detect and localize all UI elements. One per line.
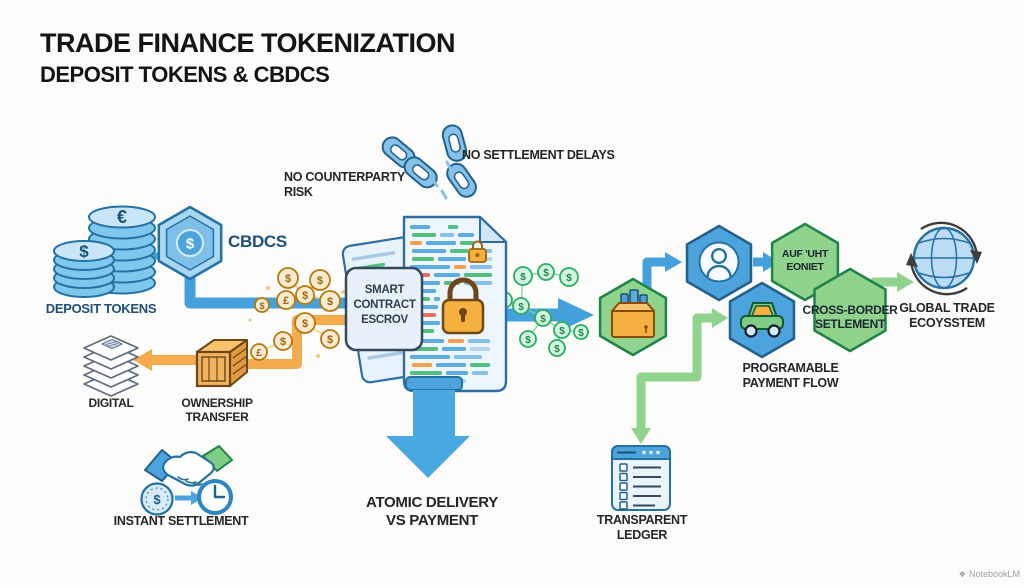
crate-icon xyxy=(195,339,248,388)
svg-text:$: $ xyxy=(285,273,291,285)
notebooklm-icon: ❖ xyxy=(958,569,966,579)
svg-text:$: $ xyxy=(578,328,584,339)
svg-text:$: $ xyxy=(317,275,323,287)
label-instant-settlement: INSTANT SETTLEMENT xyxy=(113,514,249,528)
watermark-text: NotebookLM xyxy=(968,569,1020,579)
svg-text:$: $ xyxy=(280,336,286,348)
label-no-counterparty-risk: NO COUNTERPARTY RISK xyxy=(284,170,405,199)
label-cbdcs: CBDCS xyxy=(228,232,287,251)
green-coin-network: $ $ $ $ $ $ $ $ $ $ xyxy=(495,263,589,357)
coin-stacks-icon: € $ xyxy=(53,205,156,298)
globe-icon xyxy=(906,221,982,296)
rotation-arrows-icon xyxy=(906,221,982,296)
label-global-trade-ecosystem: GLOBAL TRADE ECOYSSTEM xyxy=(899,301,995,330)
svg-text:$: $ xyxy=(327,334,333,346)
programmable-flow-line xyxy=(631,308,728,444)
svg-text:$: $ xyxy=(518,302,524,313)
label-auf-uht-eoniet: AUF 'UHT EONIET xyxy=(781,248,829,273)
cross-border-hexagon xyxy=(813,267,887,353)
svg-text:$: $ xyxy=(302,290,308,302)
small-lock-icon xyxy=(468,240,487,263)
svg-text:$: $ xyxy=(525,335,531,346)
svg-text:$: $ xyxy=(543,268,549,279)
label-cross-border-settlement: CROSS-BORDER SETLEMENT xyxy=(802,303,898,332)
hexagon-coin-icon: $ xyxy=(157,205,223,281)
svg-text:$: $ xyxy=(554,344,560,355)
document-stack-icon xyxy=(83,335,139,397)
broken-chain-icon xyxy=(381,124,477,200)
label-atomic-delivery: ATOMIC DELIVERY VS PAYMENT xyxy=(366,494,498,529)
tokenized-goods-box-icon xyxy=(598,277,668,357)
svg-text:$: $ xyxy=(566,273,572,284)
label-ownership-transfer: OWNERSHIP TRANSFER xyxy=(181,396,253,425)
label-programmable-payment-flow: PROGRAMABLE PAYMENT FLOW xyxy=(742,361,839,390)
ownership-flow-line xyxy=(133,315,350,371)
checklist-ledger-icon xyxy=(611,445,671,511)
label-deposit-tokens: DEPOSIT TOKENS xyxy=(45,301,157,316)
auf-hexagon xyxy=(770,222,840,302)
coin-clock-icon: $ xyxy=(140,479,233,516)
car-icon xyxy=(728,281,796,359)
svg-text:€: € xyxy=(117,207,127,227)
escrow-box xyxy=(344,266,424,352)
svg-text:$: $ xyxy=(186,236,195,253)
left-arrowhead xyxy=(133,349,152,371)
escrow-lock-icon xyxy=(441,277,485,335)
page-subtitle: DEPOSIT TOKENS & CBDCS xyxy=(40,62,330,87)
code-lines xyxy=(410,225,492,383)
svg-text:$: $ xyxy=(79,242,89,261)
watermark: ❖ NotebookLM xyxy=(959,569,1020,579)
handshake-icon xyxy=(144,445,233,487)
label-no-settlement-delays: NO SETTLEMENT DELAYS xyxy=(462,148,615,162)
svg-text:$: $ xyxy=(327,296,333,308)
svg-text:£: £ xyxy=(283,295,289,307)
svg-text:$: $ xyxy=(520,272,526,283)
page-title: TRADE FINANCE TOKENIZATION xyxy=(40,28,456,58)
svg-text:$: $ xyxy=(559,326,565,337)
svg-text:$: $ xyxy=(540,314,546,325)
svg-text:$: $ xyxy=(302,318,308,330)
big-down-arrow-icon xyxy=(386,376,470,478)
label-transparent-ledger: TRANSPARENT LEDGER xyxy=(596,513,688,542)
label-digital: DIGITAL xyxy=(88,396,134,410)
label-smart-contract-escrow: SMART CONTRACT ESCROV xyxy=(353,284,416,326)
person-icon xyxy=(685,224,753,302)
gold-coin-cluster: $ $ $ £ $ $ $ $ $ £ xyxy=(248,267,345,361)
svg-text:$: $ xyxy=(153,492,161,507)
svg-text:£: £ xyxy=(256,348,262,359)
svg-text:$: $ xyxy=(259,301,264,311)
